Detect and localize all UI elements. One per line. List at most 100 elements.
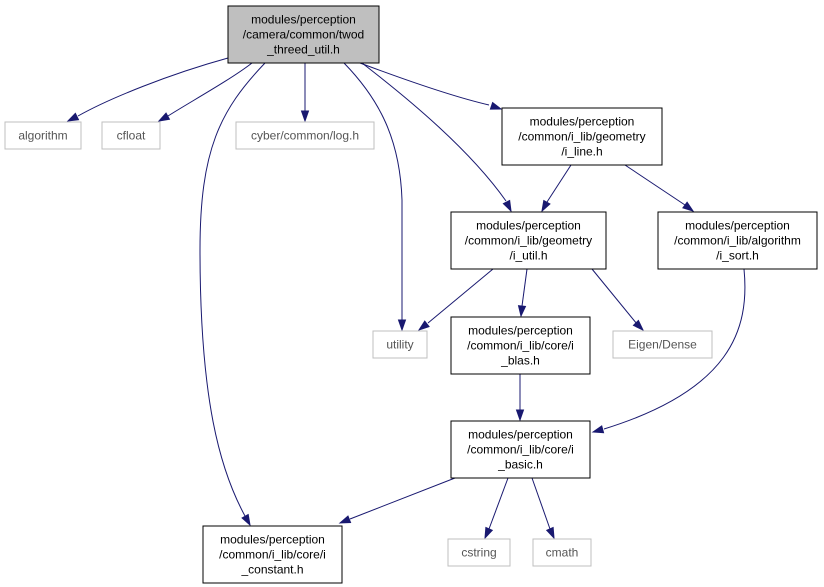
node-box (227, 5, 380, 64)
node-label-line: modules/perception (468, 324, 573, 338)
edge-line (361, 62, 507, 202)
node-i-sort[interactable]: modules/perception/common/i_lib/algorith… (657, 211, 818, 270)
node-label-line: modules/perception (476, 219, 581, 233)
edge-twod-threed-util-to-i-constant (199, 62, 266, 527)
edge-line (359, 62, 490, 106)
node-label-line: _basic.h (497, 458, 543, 472)
edge-i-util-to-i-blas (517, 268, 528, 318)
arrowhead-icon (241, 513, 251, 527)
graph-nodes: modules/perception/camera/common/twod_th… (4, 5, 818, 584)
edge-i-basic-to-cmath (531, 477, 555, 540)
node-box (235, 121, 375, 150)
edge-line (349, 477, 456, 520)
node-label-line: modules/perception (220, 533, 325, 547)
node-label-line: /common/i_lib/core/i (219, 548, 326, 562)
node-utility: utility (372, 330, 428, 359)
edge-i-sort-to-i-basic (591, 268, 746, 434)
edge-line (521, 268, 528, 307)
node-label-line: /common/i_lib/core/i (467, 339, 574, 353)
edge-twod-threed-util-to-cyber-log (300, 63, 310, 123)
node-box (101, 121, 161, 150)
edge-line (199, 62, 266, 517)
node-i-util[interactable]: modules/perception/common/i_lib/geometry… (450, 211, 607, 270)
node-i-blas[interactable]: modules/perception/common/i_lib/core/i_b… (450, 316, 591, 375)
node-label-line: algorithm (18, 129, 67, 143)
edge-twod-threed-util-to-algorithm (66, 57, 229, 122)
edge-line (591, 268, 638, 325)
edge-line (488, 477, 509, 530)
node-label-line: _threed_util.h (266, 43, 340, 57)
arrowhead-icon (541, 199, 551, 213)
edge-line (427, 268, 494, 324)
arrowhead-icon (545, 526, 555, 540)
node-i-line[interactable]: modules/perception/common/i_lib/geometry… (501, 107, 663, 166)
node-box (657, 211, 818, 270)
node-box (202, 525, 343, 584)
edge-i-line-to-i-util (541, 164, 572, 213)
node-label-line: modules/perception (251, 13, 356, 27)
node-box (450, 211, 607, 270)
node-label-line: /common/i_lib/algorithm (674, 234, 801, 248)
arrowhead-icon (489, 101, 503, 110)
arrowhead-icon (517, 305, 527, 318)
arrowhead-icon (66, 112, 80, 122)
node-cfloat: cfloat (101, 121, 161, 150)
node-label-line: /common/i_lib/geometry (518, 130, 645, 144)
node-box (612, 330, 713, 359)
node-label-line: /i_util.h (509, 249, 547, 263)
node-label-line: _blas.h (500, 354, 540, 368)
node-box (450, 316, 591, 375)
node-box (372, 330, 428, 359)
node-label-line: cmath (546, 546, 579, 560)
node-i-constant[interactable]: modules/perception/common/i_lib/core/i_c… (202, 525, 343, 584)
node-cstring: cstring (447, 538, 511, 567)
node-box (447, 538, 511, 567)
arrowhead-icon (417, 320, 430, 331)
edge-i-util-to-eigen-dense (591, 268, 645, 332)
edge-line (343, 62, 403, 320)
node-label-line: /i_sort.h (716, 249, 759, 263)
edge-twod-threed-util-to-i-line (359, 62, 503, 110)
node-label-line: /common/i_lib/core/i (467, 443, 574, 457)
arrowhead-icon (632, 319, 645, 332)
arrowhead-icon (397, 319, 407, 332)
node-label-line: cstring (461, 546, 496, 560)
node-label-line: /i_line.h (561, 145, 602, 159)
arrowhead-icon (157, 112, 171, 122)
node-label-line: modules/perception (530, 115, 635, 129)
node-label-line: /common/i_lib/geometry (465, 234, 592, 248)
node-box (450, 420, 591, 479)
arrowhead-icon (591, 425, 605, 434)
edge-line (77, 57, 229, 117)
edge-twod-threed-util-to-i-util (361, 62, 512, 213)
arrowhead-icon (484, 526, 494, 540)
node-eigen-dense: Eigen/Dense (612, 330, 713, 359)
arrowhead-icon (300, 110, 310, 123)
edge-i-line-to-i-sort (624, 164, 695, 212)
edge-line (603, 268, 746, 430)
node-algorithm: algorithm (4, 121, 82, 150)
node-box (501, 107, 663, 166)
node-cmath: cmath (532, 538, 592, 567)
node-cyber-log: cyber/common/log.h (235, 121, 375, 150)
edge-i-blas-to-i-basic (515, 374, 525, 422)
edge-twod-threed-util-to-utility (343, 62, 407, 332)
arrowhead-icon (682, 201, 695, 212)
node-twod-threed-util[interactable]: modules/perception/camera/common/twod_th… (227, 5, 380, 64)
edge-i-util-to-utility (417, 268, 494, 331)
edge-line (624, 164, 686, 206)
node-label-line: modules/perception (685, 219, 790, 233)
edge-line (546, 164, 572, 203)
node-box (532, 538, 592, 567)
arrowhead-icon (338, 515, 352, 524)
node-label-line: cyber/common/log.h (251, 129, 359, 143)
node-label-line: modules/perception (468, 428, 573, 442)
node-label-line: Eigen/Dense (628, 338, 697, 352)
graph-edges (66, 57, 746, 540)
arrowhead-icon (502, 199, 512, 213)
edge-i-basic-to-i-constant (338, 477, 456, 524)
edge-line (531, 477, 551, 530)
edge-line (167, 62, 253, 117)
node-i-basic[interactable]: modules/perception/common/i_lib/core/i_b… (450, 420, 591, 479)
